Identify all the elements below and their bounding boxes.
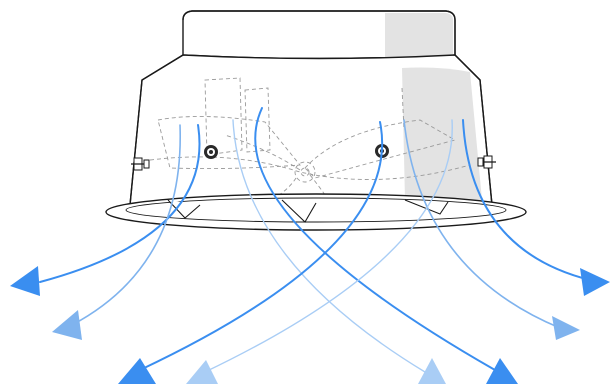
airflow-arrowheads [10, 266, 610, 384]
arrowhead-bottom-left-light [186, 360, 218, 384]
airflow-right-cross-dark [139, 121, 384, 371]
arrowhead-bottom-left-dark [118, 358, 156, 384]
airflow-left-cross-light [232, 119, 426, 373]
mounting-screw-left [131, 157, 150, 171]
blade-tip-left [167, 199, 201, 219]
airflow-right-mid [403, 119, 561, 329]
airflow-left-cross-dark [254, 107, 496, 371]
grille-plate [105, 193, 527, 231]
fan-housing [129, 10, 493, 206]
arrowhead-bottom-right-light [418, 358, 446, 384]
arrowhead-left [52, 310, 82, 340]
arrowhead-far-right [580, 268, 610, 296]
airflow-right-cross-light [204, 119, 453, 373]
arrowhead-right [552, 316, 580, 340]
arrowhead-far-left [10, 266, 40, 296]
airflow-lines [39, 107, 591, 373]
airflow-left-mid [71, 124, 181, 326]
arrowhead-bottom-right-dark [486, 358, 518, 384]
housing-top-shade [385, 13, 453, 59]
blade-tip-center [281, 199, 317, 223]
mounting-screw-right [477, 155, 496, 169]
airflow-right-outer [462, 119, 591, 281]
bolt-head-left [204, 145, 218, 159]
